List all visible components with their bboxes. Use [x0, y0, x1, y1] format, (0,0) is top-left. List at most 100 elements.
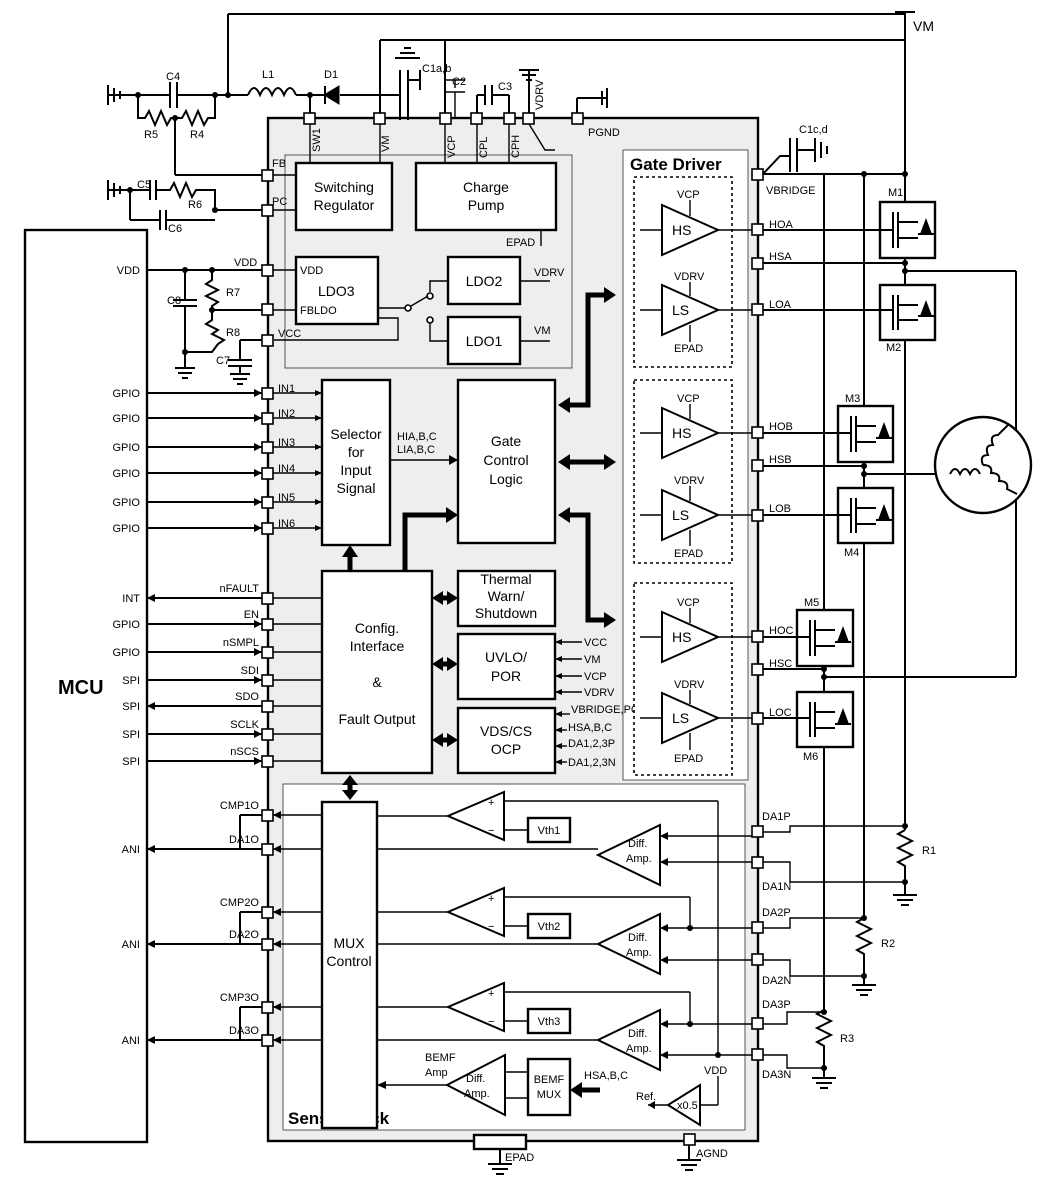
svg-text:HOB: HOB	[769, 421, 793, 433]
svg-text:Amp.: Amp.	[626, 853, 652, 865]
svg-text:Control: Control	[326, 953, 371, 969]
svg-text:SDI: SDI	[241, 665, 259, 677]
svg-text:Thermal: Thermal	[480, 571, 531, 587]
mosfet-m6: M6	[763, 690, 855, 763]
svg-text:BEMF: BEMF	[534, 1074, 565, 1086]
svg-text:R8: R8	[226, 327, 240, 339]
svg-text:C6: C6	[168, 223, 182, 235]
svg-text:OCP: OCP	[491, 741, 521, 757]
svg-text:CPH: CPH	[510, 135, 522, 158]
gate-driver-phase-b: HS VCP LS VDRV EPAD	[633, 379, 752, 564]
svg-text:PC: PC	[272, 196, 287, 208]
svg-text:DA3P: DA3P	[762, 999, 791, 1011]
svg-text:R5: R5	[144, 129, 158, 141]
svg-text:HIA,B,C: HIA,B,C	[397, 431, 437, 443]
svg-text:VDD: VDD	[704, 1065, 727, 1077]
svg-text:DA3N: DA3N	[762, 1069, 791, 1081]
svg-text:LS: LS	[672, 710, 689, 726]
svg-text:R4: R4	[190, 129, 204, 141]
svg-text:Vth2: Vth2	[538, 921, 561, 933]
svg-text:EPAD: EPAD	[674, 548, 703, 560]
svg-text:ANI: ANI	[122, 939, 140, 951]
selector-block	[320, 378, 392, 547]
svg-text:FB: FB	[272, 158, 286, 170]
svg-text:+: +	[488, 893, 494, 905]
top-pins: SW1 VM VCP CPL CPH VDRV PGND	[303, 79, 620, 162]
svg-text:M4: M4	[844, 547, 859, 559]
svg-text:VCC: VCC	[278, 328, 301, 340]
svg-text:VDD: VDD	[234, 257, 257, 269]
svg-text:Warn/: Warn/	[488, 588, 525, 604]
svg-text:Gate: Gate	[491, 433, 522, 449]
svg-text:Ref.: Ref.	[636, 1091, 656, 1103]
svg-text:HSA,B,C: HSA,B,C	[568, 722, 612, 734]
svg-text:GPIO: GPIO	[112, 647, 140, 659]
c1cd-cap: C1c,d	[762, 124, 908, 177]
c1ab-cap: C1a,b	[380, 47, 451, 120]
svg-text:VDD: VDD	[300, 265, 323, 277]
svg-text:FBLDO: FBLDO	[300, 305, 337, 317]
svg-text:LS: LS	[672, 507, 689, 523]
svg-text:IN3: IN3	[278, 437, 295, 449]
svg-text:Charge: Charge	[463, 179, 509, 195]
svg-text:Interface: Interface	[350, 638, 405, 654]
mcu-block	[23, 228, 149, 1144]
svg-text:VCP: VCP	[677, 189, 700, 201]
svg-text:IN6: IN6	[278, 518, 295, 530]
svg-text:D1: D1	[324, 69, 338, 81]
ldo3-feedback-network: C8 R7 R8 C7	[147, 267, 268, 385]
left-internal-wires	[273, 174, 296, 311]
svg-text:Diff.: Diff.	[628, 932, 647, 944]
vm-rail: VM	[227, 11, 934, 822]
svg-text:CMP2O: CMP2O	[220, 897, 260, 909]
svg-text:INT: INT	[122, 593, 140, 605]
svg-text:VDRV: VDRV	[674, 271, 705, 283]
svg-text:M3: M3	[845, 393, 860, 405]
svg-text:−: −	[488, 825, 494, 837]
charge-pump-block	[414, 161, 558, 232]
svg-text:MUX: MUX	[333, 935, 365, 951]
switching-input-network: C4 L1 D1 R5 R4	[107, 69, 380, 176]
svg-text:L1: L1	[262, 69, 274, 81]
svg-text:HS: HS	[672, 629, 691, 645]
sense-channel-3: + − Vth3 Diff. Amp.	[377, 981, 752, 1072]
svg-text:DA1N: DA1N	[762, 881, 791, 893]
svg-text:HSA: HSA	[769, 251, 792, 263]
svg-text:−: −	[488, 1016, 494, 1028]
power-subregion	[284, 154, 573, 369]
thermal-block	[456, 569, 557, 628]
svg-text:IN4: IN4	[278, 463, 295, 475]
svg-text:VM: VM	[534, 325, 551, 337]
left-pins: FB PC VDD IN1 IN2 IN3 IN4 IN5 IN6 nFAULT…	[219, 158, 301, 1047]
svg-text:VCP: VCP	[677, 597, 700, 609]
svg-text:nSMPL: nSMPL	[223, 637, 259, 649]
svg-text:HOA: HOA	[769, 219, 794, 231]
svg-text:Selector: Selector	[330, 426, 382, 442]
svg-text:M6: M6	[803, 751, 818, 763]
svg-text:Vth3: Vth3	[538, 1016, 561, 1028]
shunt-r2: R2	[763, 915, 895, 996]
svg-text:SPI: SPI	[122, 701, 140, 713]
svg-text:GPIO: GPIO	[112, 413, 140, 425]
motor	[933, 415, 1033, 515]
svg-text:VCP: VCP	[446, 135, 458, 158]
svg-text:PGND: PGND	[588, 127, 620, 139]
svg-text:EPAD: EPAD	[674, 343, 703, 355]
svg-text:+: +	[488, 797, 494, 809]
svg-text:SPI: SPI	[122, 729, 140, 741]
svg-text:Diff.: Diff.	[466, 1073, 485, 1085]
svg-text:Shutdown: Shutdown	[475, 605, 537, 621]
svg-text:Amp.: Amp.	[626, 947, 652, 959]
svg-text:C2: C2	[452, 76, 466, 88]
svg-text:DA1O: DA1O	[229, 834, 259, 846]
svg-text:R7: R7	[226, 287, 240, 299]
svg-text:Switching: Switching	[314, 179, 374, 195]
right-pins: VBRIDGE HOA HSA LOA HOB HSB LOB HOC HSC …	[751, 168, 816, 1081]
svg-text:HSA,B,C: HSA,B,C	[584, 1070, 628, 1082]
svg-text:R3: R3	[840, 1033, 854, 1045]
mcu-connections: VDD GPIO GPIO GPIO GPIO GPIO GPIO INT GP…	[112, 265, 262, 1047]
svg-text:ANI: ANI	[122, 844, 140, 856]
svg-text:for: for	[348, 444, 365, 460]
svg-text:CPL: CPL	[478, 137, 490, 158]
svg-text:HSB: HSB	[769, 454, 792, 466]
